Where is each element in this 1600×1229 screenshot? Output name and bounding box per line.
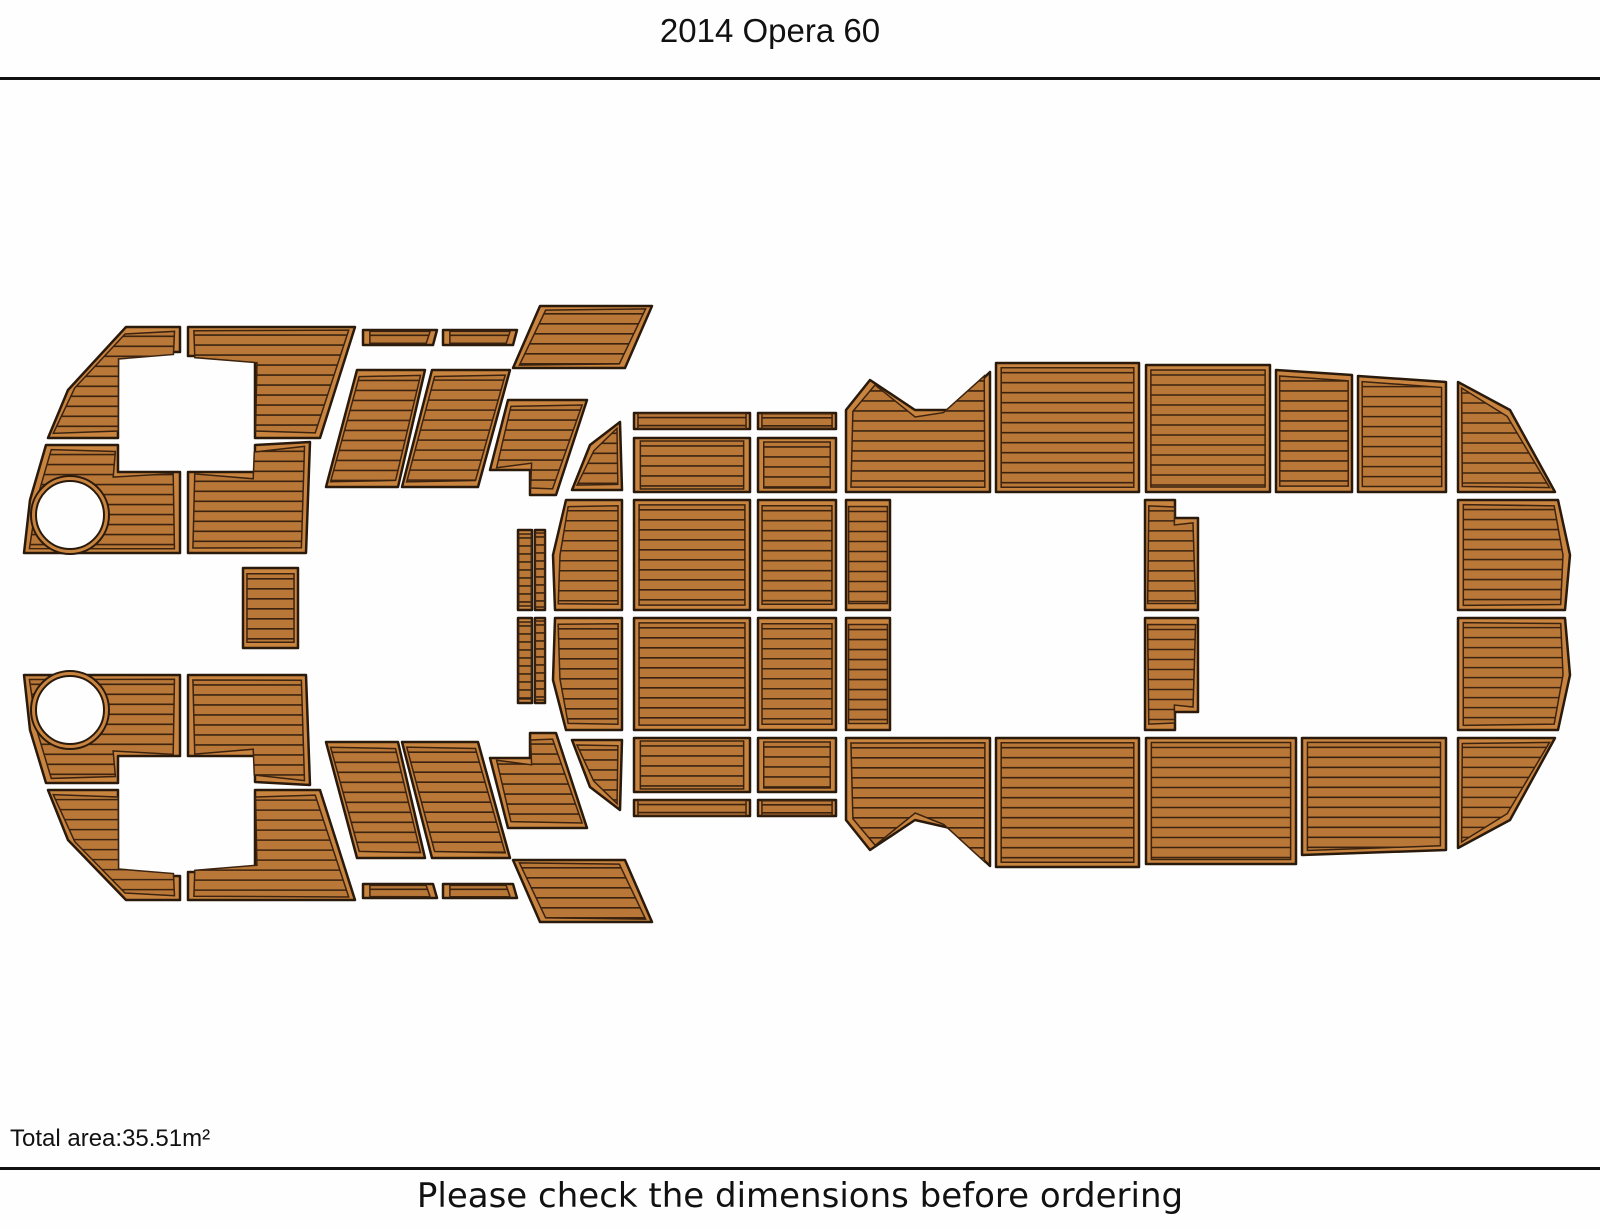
deck-pad-12 bbox=[22, 670, 182, 785]
footer-notice: Please check the dimensions before order… bbox=[416, 1176, 1184, 1216]
deck-pad-50 bbox=[1143, 498, 1200, 612]
deck-pad-13 bbox=[186, 673, 312, 787]
deck-pad-22 bbox=[516, 528, 534, 612]
deck-pad-48 bbox=[1356, 374, 1448, 494]
deck-pad-9 bbox=[400, 368, 512, 489]
deck-pad-38 bbox=[756, 616, 838, 732]
total-area-label: Total area:35.51m² bbox=[10, 1125, 211, 1152]
deck-pad-7 bbox=[511, 304, 654, 370]
deck-pad-18 bbox=[488, 731, 589, 830]
deck-pad-27 bbox=[551, 498, 624, 612]
deck-pad-40 bbox=[632, 736, 752, 794]
page-title: 2014 Opera 60 bbox=[659, 12, 881, 49]
deck-pad-6 bbox=[441, 328, 519, 347]
deck-pad-23 bbox=[516, 616, 534, 705]
deck-pad-34 bbox=[632, 498, 752, 612]
footer-divider bbox=[0, 1167, 1600, 1170]
deck-pad-29 bbox=[570, 738, 624, 812]
deck-pad-49 bbox=[1456, 380, 1557, 494]
deck-pad-57 bbox=[1300, 736, 1448, 857]
deck-pad-44 bbox=[844, 370, 992, 494]
header-divider bbox=[0, 77, 1600, 80]
deck-pad-47 bbox=[1274, 368, 1354, 494]
deck-pad-56 bbox=[1144, 736, 1298, 866]
deck-pad-20 bbox=[441, 882, 519, 900]
deck-pad-53 bbox=[1456, 616, 1572, 732]
deck-pad-4 bbox=[186, 440, 312, 555]
deck-pad-24 bbox=[533, 528, 547, 612]
deck-pad-39 bbox=[844, 616, 892, 732]
deck-pad-3 bbox=[22, 443, 182, 555]
deck-pad-11 bbox=[241, 566, 300, 650]
deck-pad-46 bbox=[1144, 363, 1272, 494]
deck-pad-52 bbox=[1456, 498, 1572, 612]
pad-group bbox=[22, 304, 1572, 924]
deck-pad-30 bbox=[632, 411, 752, 431]
deck-pad-37 bbox=[632, 616, 752, 732]
deck-pad-2 bbox=[186, 325, 357, 440]
deck-pad-55 bbox=[994, 736, 1141, 869]
deck-pad-19 bbox=[361, 882, 439, 900]
deck-pad-58 bbox=[1456, 736, 1557, 850]
deck-pad-54 bbox=[844, 736, 992, 868]
deck-pad-41 bbox=[756, 736, 838, 794]
deck-pad-32 bbox=[632, 436, 752, 494]
deck-pad-42 bbox=[632, 798, 752, 818]
deck-pad-26 bbox=[570, 420, 624, 492]
deck-pad-36 bbox=[844, 498, 892, 612]
deck-pad-10 bbox=[488, 398, 589, 497]
deck-pad-14 bbox=[46, 788, 182, 902]
deck-pad-51 bbox=[1143, 616, 1200, 732]
deck-pad-31 bbox=[756, 411, 838, 431]
deck-pad-21 bbox=[511, 858, 654, 924]
deck-pad-28 bbox=[551, 616, 624, 732]
deck-pad-1 bbox=[46, 325, 182, 440]
deck-pad-43 bbox=[756, 798, 838, 818]
deck-pad-45 bbox=[994, 361, 1141, 494]
deck-pad-5 bbox=[361, 328, 439, 347]
deck-pad-33 bbox=[756, 436, 838, 494]
deck-pad-15 bbox=[186, 788, 357, 902]
deck-pad-8 bbox=[324, 368, 427, 489]
deck-pad-25 bbox=[533, 616, 547, 705]
deck-pad-35 bbox=[756, 498, 838, 612]
